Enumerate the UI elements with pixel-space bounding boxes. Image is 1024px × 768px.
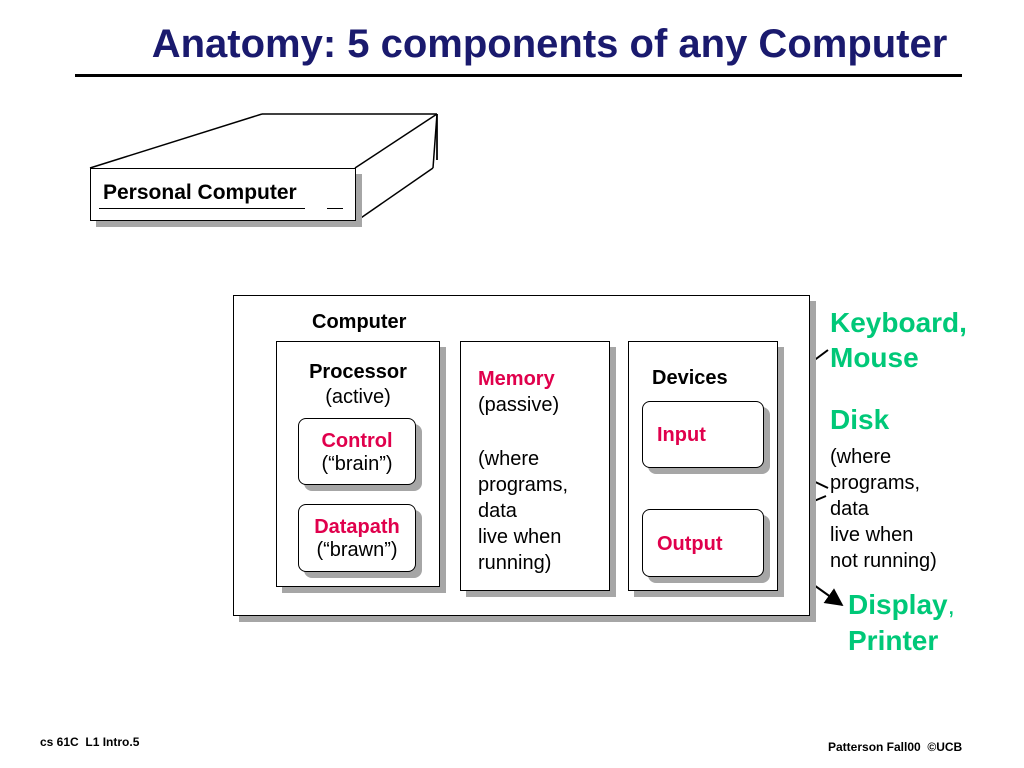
disk-description: (where programs, data live when not runn…	[830, 446, 937, 572]
slide-title: Anatomy: 5 components of any Computer	[151, 22, 948, 66]
control-title: Control	[321, 430, 393, 452]
pc-front-panel: Personal Computer	[90, 168, 356, 221]
datapath-subtitle: (“brawn”)	[316, 539, 398, 561]
devices-title: Devices	[652, 367, 728, 389]
pc-label: Personal Computer	[103, 181, 297, 204]
input-box: Input	[642, 401, 764, 468]
output-box: Output	[642, 509, 764, 577]
pc-drive-slot	[99, 208, 305, 209]
pc-case-outline	[89, 113, 438, 223]
pc-button	[327, 208, 343, 209]
computer-label: Computer	[312, 311, 407, 333]
memory-subtitle: (passive)	[478, 394, 560, 416]
memory-title: Memory	[478, 368, 555, 390]
control-subtitle: (“brain”)	[321, 453, 393, 475]
disk-label: Disk	[830, 404, 890, 435]
footer-left: cs 61C L1 Intro.5	[40, 735, 140, 749]
display-printer-label: Display, Printer	[848, 589, 955, 656]
output-label: Output	[657, 533, 723, 555]
input-label: Input	[657, 424, 706, 446]
footer-right: Patterson Fall00 ©UCB	[828, 740, 963, 754]
keyboard-mouse-label: Keyboard, Mouse	[830, 307, 967, 373]
processor-title: Processor	[309, 361, 407, 383]
title-underline	[75, 74, 962, 77]
datapath-title: Datapath	[314, 516, 400, 538]
memory-box	[460, 341, 610, 591]
memory-description: (where programs, data live when running)	[478, 448, 569, 574]
datapath-box: Datapath (“brawn”)	[298, 504, 416, 572]
processor-subtitle: (active)	[325, 386, 391, 408]
control-box: Control (“brain”)	[298, 418, 416, 485]
